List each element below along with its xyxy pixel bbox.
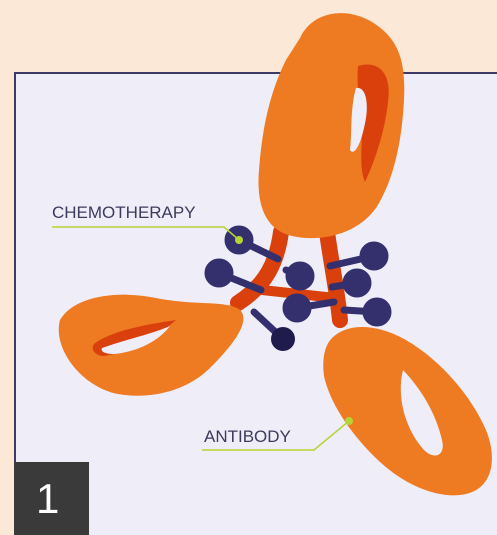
antibody-leader-dot bbox=[345, 417, 353, 425]
step-number-badge: 1 bbox=[14, 462, 89, 535]
drug-molecule bbox=[208, 262, 230, 284]
antibody-label: ANTIBODY bbox=[204, 427, 291, 446]
drug-molecule bbox=[363, 245, 385, 267]
chemotherapy-label: CHEMOTHERAPY bbox=[52, 203, 196, 222]
drug-molecule bbox=[289, 265, 311, 287]
chemotherapy-leader-dot bbox=[235, 236, 243, 244]
drug-molecule bbox=[366, 301, 388, 323]
drug-molecule bbox=[271, 327, 295, 351]
drug-molecule bbox=[286, 297, 308, 319]
drug-molecule bbox=[346, 272, 368, 294]
